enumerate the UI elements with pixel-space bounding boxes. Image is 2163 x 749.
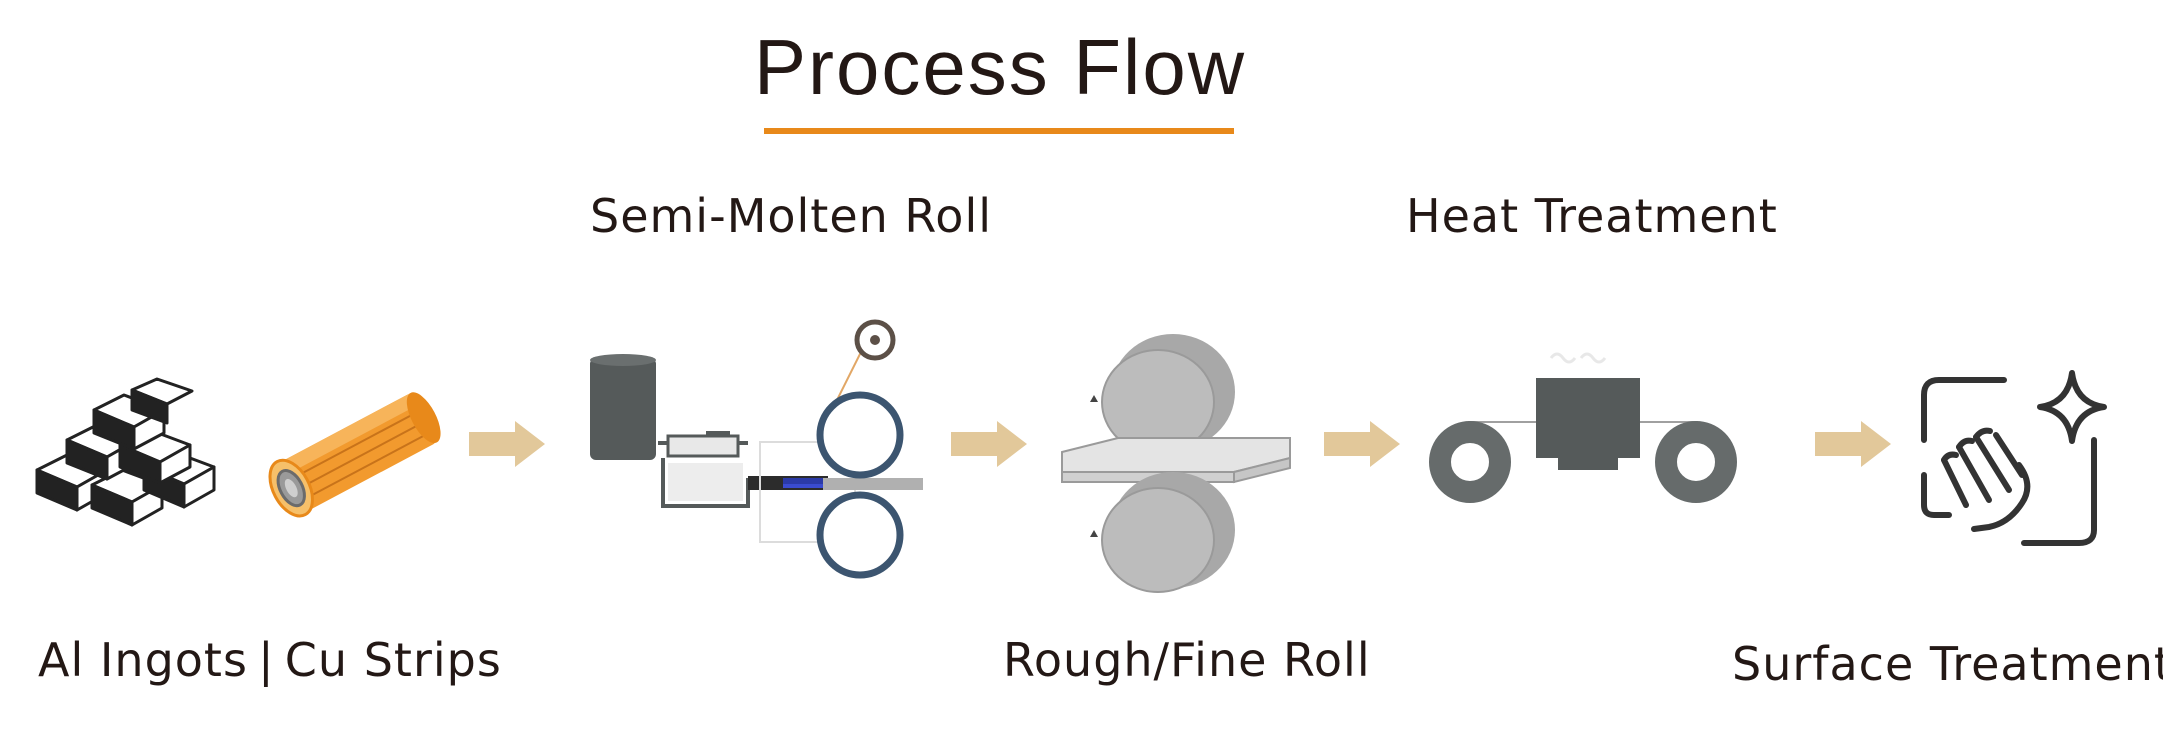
step-label-ingots: Al Ingots | Cu Strips (38, 633, 502, 687)
step-label-surface-treatment: Surface Treatment (1732, 637, 2163, 691)
heat-treatment-icon (1428, 338, 1738, 518)
rolling-mill-icon (1058, 330, 1298, 595)
copper-coil-icon (262, 385, 452, 520)
semi-molten-roll-icon (588, 318, 928, 579)
flow-arrow-4 (1815, 421, 1891, 467)
title-underline (764, 128, 1234, 134)
step-label-rough-fine: Rough/Fine Roll (1003, 633, 1371, 687)
ingot-stack-icon (32, 375, 222, 535)
hand-sparkle-icon (1914, 365, 2114, 555)
flow-arrow-3 (1324, 421, 1400, 467)
page-title: Process Flow (753, 23, 1247, 111)
step-label-semi-molten: Semi-Molten Roll (590, 189, 993, 243)
step-label-heat-treatment: Heat Treatment (1406, 189, 1778, 243)
flow-arrow-1 (469, 421, 545, 467)
flow-arrow-2 (951, 421, 1027, 467)
